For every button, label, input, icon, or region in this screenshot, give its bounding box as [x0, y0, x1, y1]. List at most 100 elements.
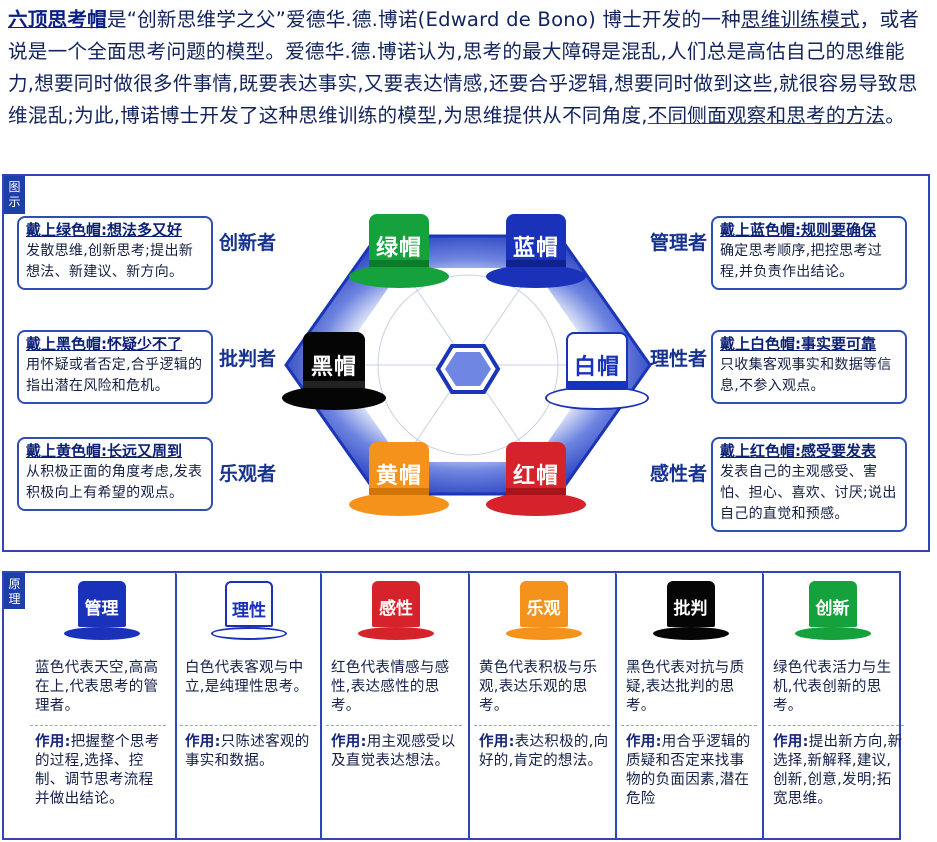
principle-use-green: 作用:提出新方向,新选择,新解释,建议,创新,创意,发明;拓宽思维。	[773, 733, 903, 809]
principle-column-black: 批判黑色代表对抗与质疑,表达批判的思考。作用:用合乎逻辑的质疑和否定来找事物的负…	[617, 573, 764, 838]
principle-divider-green	[768, 725, 904, 726]
green-hat-band	[369, 259, 429, 267]
blue-small-hat-label: 管理	[84, 599, 119, 619]
black-hat-crown	[302, 332, 366, 390]
red-hat-band	[506, 487, 566, 495]
principle-use-label-blue: 作用:	[35, 734, 71, 750]
red-hat-label: 红帽	[512, 464, 559, 490]
note-red-desc: 发表自己的主观感受、害怕、担心、喜欢、讨厌;说出自己的直觉和预感。	[720, 464, 897, 522]
green-small-hat-crown: 创新	[808, 581, 857, 627]
white-small-hat-brim	[211, 627, 287, 640]
yellow-hat: 黄帽	[349, 442, 449, 518]
principle-use-text-black: 用合乎逻辑的质疑和否定来找事物的负面因素,潜在危险	[626, 734, 751, 807]
role-innovator: 创新者	[219, 232, 277, 254]
yellow-small-hat-label: 乐观	[526, 599, 561, 619]
yellow-hat-brim	[349, 492, 449, 516]
red-hat-brim	[486, 492, 586, 516]
note-yellow-desc: 从积极正面的角度考虑,发表积极向上有希望的观点。	[26, 464, 203, 501]
black-hat: 黑帽	[282, 332, 386, 412]
principle-use-label-white: 作用:	[185, 734, 221, 750]
intro-end: 。	[885, 104, 906, 127]
note-white-title: 戴上白色帽:事实要可靠	[720, 335, 876, 353]
principle-desc-black: 黑色代表对抗与质疑,表达批判的思考。	[626, 660, 745, 714]
white-small-hat: 理性	[211, 581, 287, 643]
note-green: 戴上绿色帽:想法多又好 发散思维,创新思考;提出新想法、新建议、新方向。	[17, 216, 213, 290]
principle-use-yellow: 作用:表达积极的,向好的,肯定的想法。	[479, 733, 609, 771]
intro-text-2: ，或者说是一个全面思考问题的模型。爱德华.德.博诺认为,思考的最大障碍是混乱,人…	[8, 8, 920, 127]
principle-column-green: 创新绿色代表活力与生机,代表创新的思考。作用:提出新方向,新选择,新解释,建议,…	[764, 573, 904, 838]
column-separator	[175, 573, 177, 838]
role-critic: 批判者	[219, 348, 277, 370]
note-black-desc: 用怀疑或者否定,合乎逻辑的指出潜在风险和危机。	[26, 357, 203, 394]
principle-use-text-blue: 把握整个思考的过程,选择、控制、调节思考流程并做出结论。	[35, 734, 160, 807]
blue-small-hat: 管理	[63, 581, 140, 643]
principle-table: 原 理 管理蓝色代表天空,高高在上,代表思考的管理者。作用:把握整个思考的过程,…	[2, 571, 904, 840]
diagram-tag: 图 示	[4, 176, 25, 214]
principle-use-label-black: 作用:	[626, 734, 662, 750]
black-hat-band	[302, 380, 366, 388]
note-black: 戴上黑色帽:怀疑少不了 用怀疑或者否定,合乎逻辑的指出潜在风险和危机。	[17, 330, 213, 404]
red-hat-crown	[506, 442, 566, 497]
red-small-hat-label: 感性	[379, 599, 413, 619]
yellow-hat-label: 黄帽	[375, 464, 422, 490]
white-hat: 白帽	[545, 332, 649, 412]
blue-hat-band	[506, 259, 566, 267]
principle-desc-blue: 蓝色代表天空,高高在上,代表思考的管理者。	[35, 660, 159, 714]
principle-tag: 原 理	[4, 573, 25, 609]
red-small-hat: 感性	[358, 581, 434, 643]
yellow-small-hat-brim	[505, 627, 582, 640]
principle-divider-yellow	[474, 725, 610, 726]
principle-column-white: 理性白色代表客观与中立,是纯理性思考。作用:只陈述客观的事实和数据。	[176, 573, 322, 838]
black-hat-brim	[282, 385, 386, 410]
principle-desc-yellow: 黄色代表积极与乐观,表达乐观的思考。	[479, 660, 598, 714]
principle-use-white: 作用:只陈述客观的事实和数据。	[185, 733, 315, 771]
white-small-hat-crown: 理性	[225, 581, 273, 627]
white-hat-crown	[565, 332, 629, 390]
white-hat-label: 白帽	[573, 355, 620, 381]
note-black-title: 戴上黑色帽:怀疑少不了	[26, 335, 182, 353]
principle-divider-red	[326, 725, 462, 726]
note-white: 戴上白色帽:事实要可靠 只收集客观事实和数据等信息,不参入观点。	[711, 330, 907, 404]
intro-lead: 六顶思考帽	[8, 8, 107, 31]
note-white-desc: 只收集客观事实和数据等信息,不参入观点。	[720, 357, 892, 394]
principle-use-label-red: 作用:	[331, 734, 367, 750]
blue-hat: 蓝帽	[486, 214, 586, 290]
principle-desc-green: 绿色代表活力与生机,代表创新的思考。	[773, 660, 892, 714]
green-hat: 绿帽	[349, 214, 449, 290]
white-hat-band	[565, 380, 629, 388]
black-small-hat: 批判	[652, 581, 729, 643]
intro-link-method[interactable]: 不同侧面观察和思考的方法	[647, 104, 886, 127]
green-small-hat-brim	[794, 627, 871, 640]
diagram-panel: 图 示 戴上绿色帽:想法多又好	[2, 174, 930, 552]
role-emotionalist: 感性者	[650, 463, 708, 485]
blue-hat-label: 蓝帽	[512, 236, 559, 262]
blue-small-hat-brim	[63, 627, 140, 640]
principle-use-label-yellow: 作用:	[479, 734, 515, 750]
role-rationalist: 理性者	[650, 348, 708, 370]
intro-paragraph: 六顶思考帽是“创新思维学之父”爱德华.德.博诺(Edward de Bono) …	[8, 4, 928, 132]
principle-divider-blue	[30, 725, 166, 726]
principle-divider-white	[180, 725, 316, 726]
note-yellow: 戴上黄色帽:长远又周到 从积极正面的角度考虑,发表积极向上有希望的观点。	[17, 437, 213, 511]
column-separator	[762, 573, 764, 838]
intro-text-1: 是“创新思维学之父”爱德华.德.博诺(Edward de Bono) 博士开发的…	[106, 8, 741, 31]
column-separator	[615, 573, 617, 838]
yellow-small-hat-crown: 乐观	[519, 581, 568, 627]
note-yellow-title: 戴上黄色帽:长远又周到	[26, 442, 182, 460]
black-small-hat-label: 批判	[673, 599, 708, 619]
role-optimist: 乐观者	[219, 463, 277, 485]
yellow-hat-crown	[369, 442, 429, 497]
note-blue-title: 戴上蓝色帽:规则要确保	[720, 221, 876, 239]
principle-desc-white: 白色代表客观与中立,是纯理性思考。	[185, 660, 309, 695]
column-separator	[320, 573, 322, 838]
green-hat-crown	[369, 214, 429, 269]
green-small-hat-label: 创新	[815, 599, 850, 619]
note-red-title: 戴上红色帽:感受要发表	[720, 442, 876, 460]
white-small-hat-label: 理性	[232, 601, 266, 621]
principle-use-label-green: 作用:	[773, 734, 809, 750]
intro-link-training-mode[interactable]: 思维训练模式	[740, 8, 860, 31]
red-small-hat-brim	[358, 627, 434, 640]
note-blue-desc: 确定思考顺序,把控思考过程,并负责作出结论。	[720, 243, 883, 280]
blue-hat-crown	[506, 214, 566, 269]
principle-use-blue: 作用:把握整个思考的过程,选择、控制、调节思考流程并做出结论。	[35, 733, 165, 809]
